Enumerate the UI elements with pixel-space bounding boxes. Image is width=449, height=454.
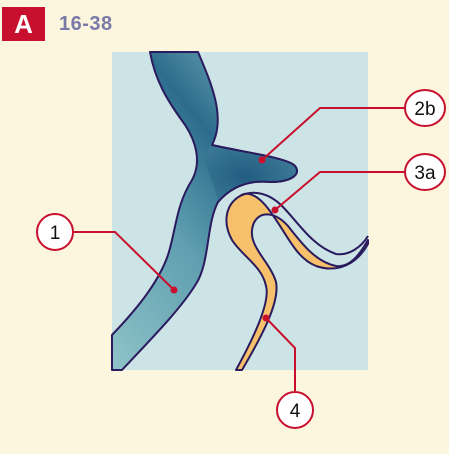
callout-2b-label: 2b [414, 99, 435, 120]
leader-dot-3a [272, 207, 279, 214]
callout-3a: 3a [405, 154, 445, 190]
callout-4: 4 [277, 392, 313, 428]
leader-dot-2b [259, 157, 266, 164]
callout-1: 1 [37, 214, 73, 250]
callout-1-label: 1 [50, 223, 61, 244]
leader-dot-4 [263, 315, 270, 322]
callout-2b: 2b [405, 90, 445, 126]
callout-3a-label: 3a [414, 163, 436, 184]
callout-4-label: 4 [290, 401, 301, 422]
leader-dot-1 [171, 287, 178, 294]
